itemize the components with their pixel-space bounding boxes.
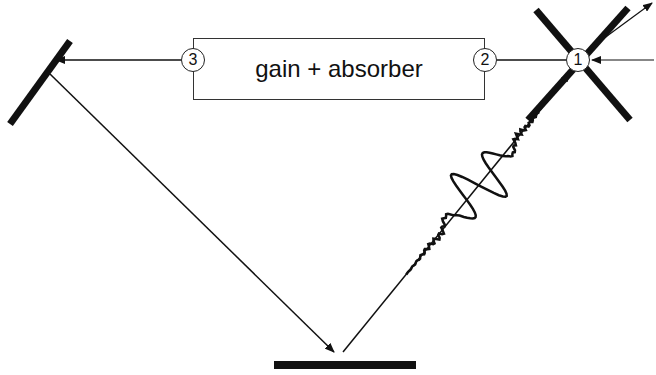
- beam-line: [497, 59, 566, 61]
- mirror-bottom: [274, 361, 416, 369]
- beam-arrow: [56, 59, 181, 61]
- pulse-wave: [384, 94, 560, 292]
- beam-arrow: [343, 73, 570, 352]
- callout-number: 2: [481, 52, 490, 68]
- gain-absorber-box: gain + absorber: [193, 38, 485, 100]
- box-label: gain + absorber: [255, 57, 422, 81]
- output-beam: [588, 3, 652, 50]
- callout-circle: 3: [181, 48, 205, 72]
- callout-circle: 1: [566, 48, 590, 72]
- input-beam: [592, 59, 654, 60]
- pulse-wave: [384, 94, 560, 292]
- mirror-left: [10, 41, 70, 124]
- callout-number: 3: [189, 52, 198, 68]
- callout-circle: 2: [473, 48, 497, 72]
- callout-number: 1: [574, 52, 583, 68]
- beam-arrow: [50, 74, 334, 352]
- output-coupler: [528, 8, 628, 120]
